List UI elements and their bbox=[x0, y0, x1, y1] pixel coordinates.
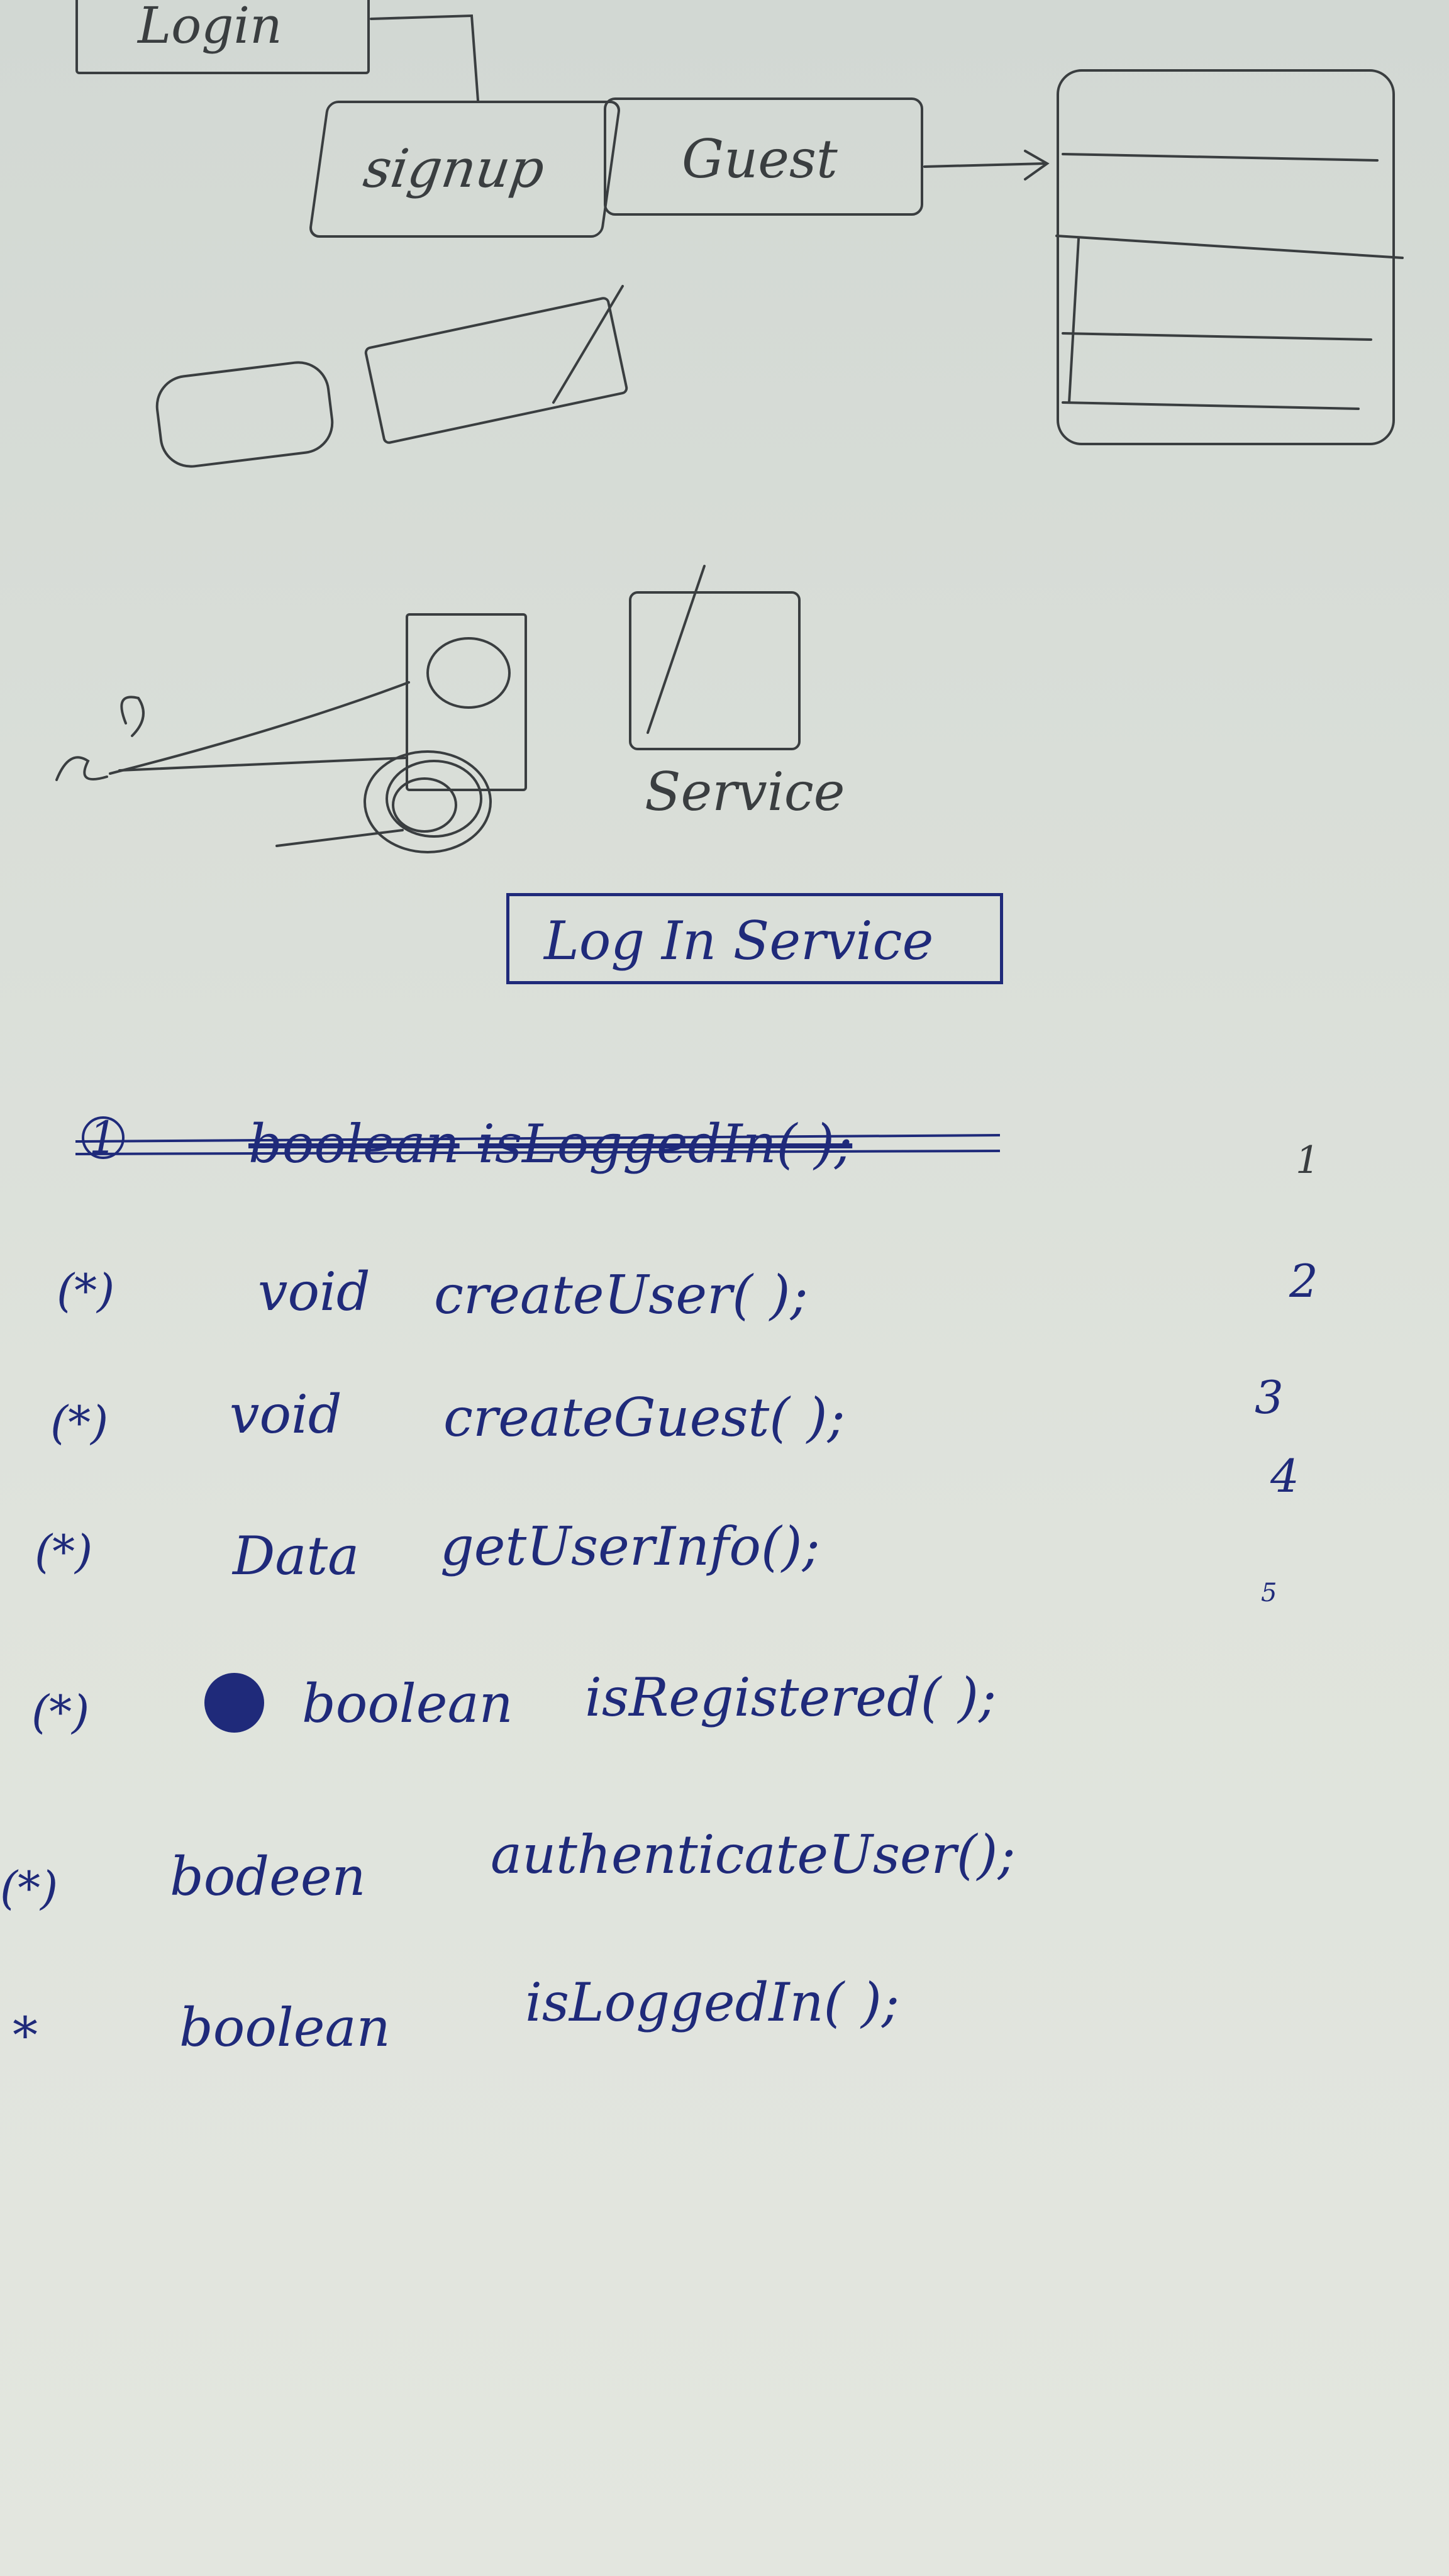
margin-number: 4 bbox=[1270, 1450, 1299, 1502]
method-marker: (*) bbox=[31, 1685, 90, 1738]
page-title: Log In Service bbox=[544, 910, 934, 972]
guest-box: Guest bbox=[604, 97, 923, 216]
service-box-sketch bbox=[629, 591, 801, 750]
method-type: boolean bbox=[302, 1673, 513, 1735]
margin-number: 2 bbox=[1289, 1255, 1318, 1307]
device-sketch bbox=[406, 613, 527, 791]
data-table-sketch bbox=[1057, 69, 1395, 445]
login-label: Login bbox=[138, 0, 282, 55]
service-label: Service bbox=[645, 761, 845, 823]
method-type: boolean bbox=[179, 1997, 391, 2058]
login-box: Login bbox=[75, 0, 370, 74]
title-box: Log In Service bbox=[506, 893, 1003, 984]
method-marker: (*) bbox=[50, 1396, 109, 1449]
method-type: void bbox=[258, 1261, 370, 1323]
method-signature: createGuest( ); bbox=[443, 1387, 845, 1448]
method-type: bodeen bbox=[170, 1846, 366, 1907]
method-marker: * bbox=[13, 2006, 38, 2065]
method-marker: (*) bbox=[57, 1264, 115, 1317]
method-signature: authenticateUser(); bbox=[491, 1824, 1016, 1885]
method-marker: 1 bbox=[82, 1116, 125, 1160]
method-signature: createUser( ); bbox=[434, 1264, 808, 1326]
method-type: void bbox=[230, 1384, 342, 1445]
bullet-dot bbox=[204, 1673, 264, 1733]
method-signature: isLoggedIn( ); bbox=[525, 1972, 900, 2033]
method-type: boolean bbox=[248, 1113, 460, 1175]
method-signature: isRegistered( ); bbox=[585, 1667, 997, 1728]
method-marker: (*) bbox=[0, 1862, 58, 1914]
method-signature: getUserInfo(); bbox=[440, 1516, 820, 1577]
method-type: Data bbox=[233, 1525, 360, 1587]
margin-number: 3 bbox=[1255, 1371, 1284, 1424]
margin-number: 1 bbox=[1296, 1138, 1320, 1182]
guest-label: Guest bbox=[682, 128, 838, 190]
method-marker: (*) bbox=[35, 1525, 93, 1578]
margin-number: 5 bbox=[1261, 1579, 1277, 1607]
method-signature: isLoggedIn( ); bbox=[478, 1113, 853, 1175]
